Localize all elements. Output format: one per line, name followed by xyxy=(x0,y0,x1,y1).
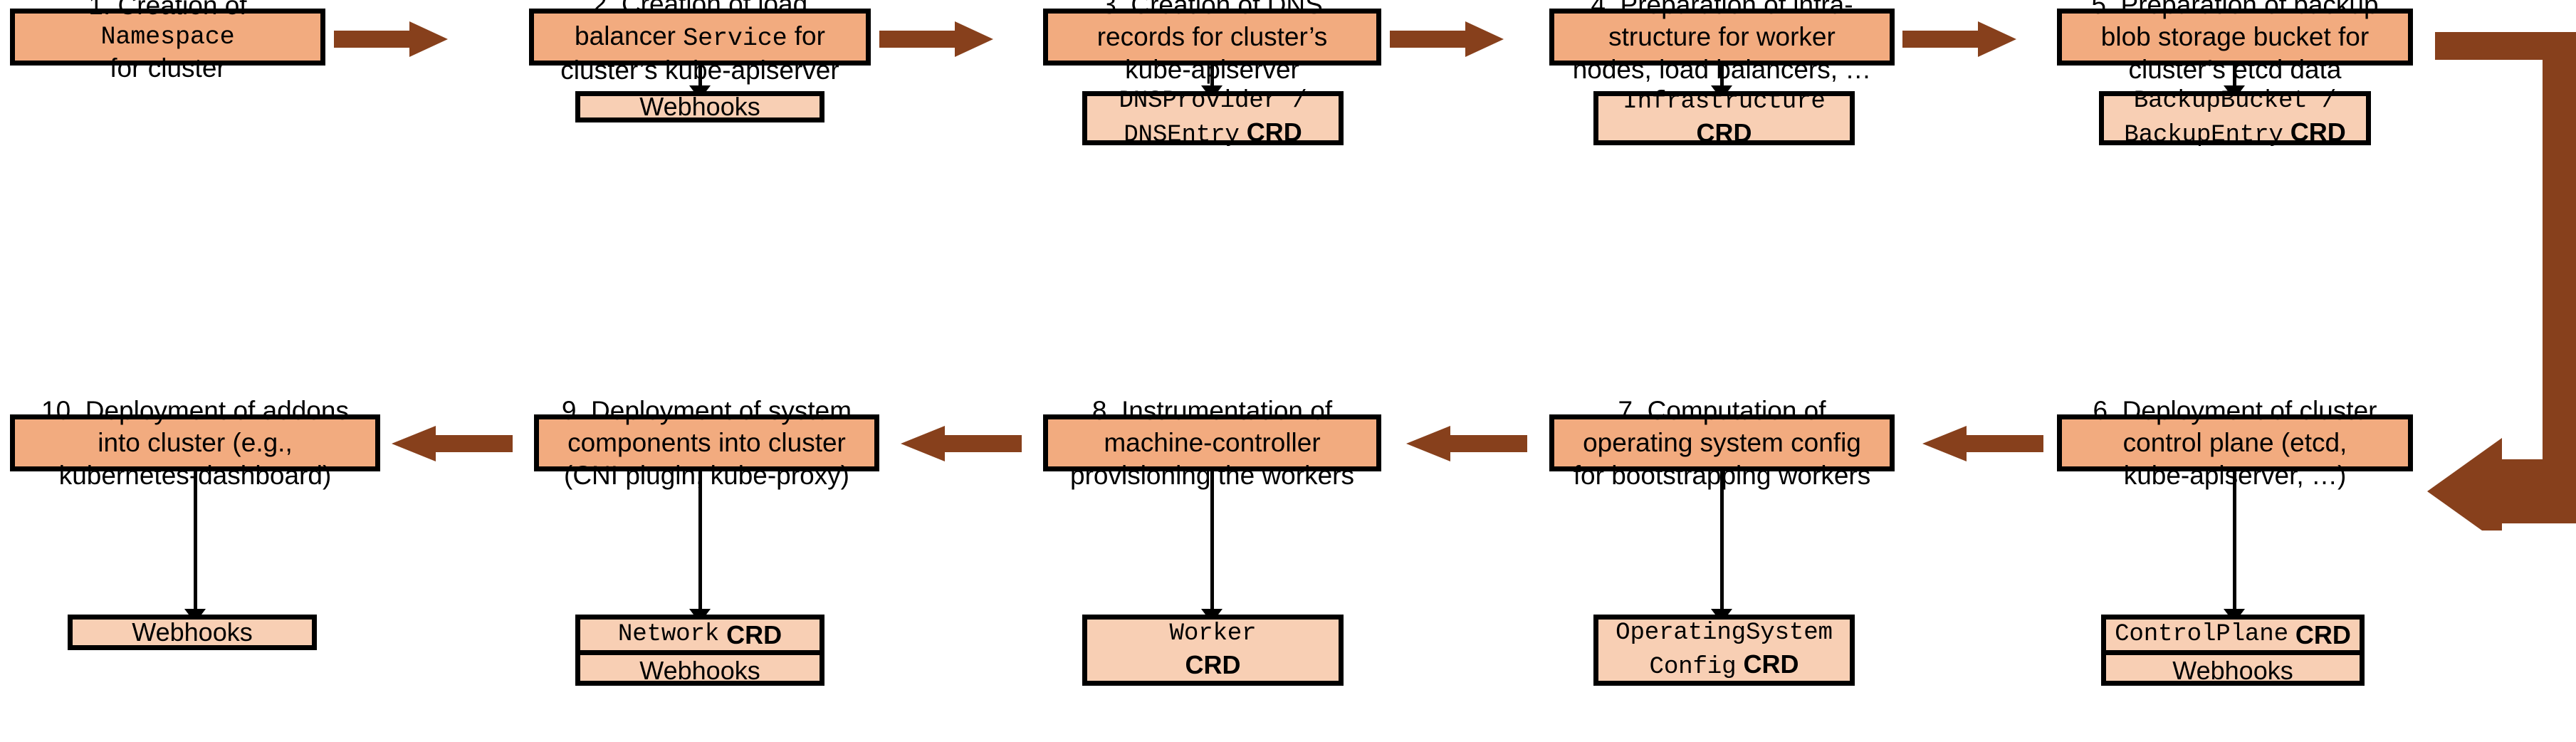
network-crd-name: Network xyxy=(617,621,720,649)
controlplane-stack-box[interactable]: ControlPlane CRD Webhooks xyxy=(2101,615,2365,686)
step-7-line-2: operating system config xyxy=(1583,428,1861,458)
connector-step5-to-backup-crd xyxy=(2233,66,2236,88)
step-8-line-1: 8. Instrumentation of xyxy=(1091,396,1333,426)
dns-crd-name: DNSEntry xyxy=(1124,121,1240,149)
step-7-line-1: 7. Computation of xyxy=(1618,396,1826,426)
arrow-step4-to-step5 xyxy=(1902,21,2016,57)
dns-crd-tag: CRD xyxy=(1246,117,1302,147)
webhooks-box-step10[interactable]: Webhooks xyxy=(68,615,317,650)
controlplane-webhooks-cell[interactable]: Webhooks xyxy=(2106,650,2360,686)
controlplane-webhooks-label: Webhooks xyxy=(2172,656,2293,686)
dns-crd-line-2: DNSEntry CRD xyxy=(1124,117,1302,150)
step-box-2[interactable]: 2. Creation of load balancer Service for… xyxy=(529,0,871,85)
step-5-line-1: 5. Preparation of backup xyxy=(2091,0,2379,20)
webhooks-step2-label: Webhooks xyxy=(639,91,760,121)
step-box-1[interactable]: 1. Creation of Namespace for cluster xyxy=(10,0,325,83)
network-crd-tag: CRD xyxy=(726,620,782,649)
step-8-line-2: machine-controller xyxy=(1104,428,1321,458)
step-5-line-2: blob storage bucket for xyxy=(2100,22,2370,52)
dns-crd-box[interactable]: DNSProvider / DNSEntry CRD xyxy=(1082,88,1344,149)
worker-crd-tag: CRD xyxy=(1185,649,1241,679)
step-2-line-2-post: for xyxy=(787,21,825,51)
backup-crd-tag: CRD xyxy=(2290,117,2346,147)
step-box-7[interactable]: 7. Computation of operating system confi… xyxy=(1549,396,1895,490)
connector-step6-to-controlplane-crd xyxy=(2233,471,2236,614)
step-3-line-1: 3. Creation of DNS xyxy=(1101,0,1323,20)
osc-crd-line-2: Config CRD xyxy=(1650,649,1799,682)
arrow-step1-to-step2 xyxy=(334,21,448,57)
step-box-5[interactable]: 5. Preparation of backup blob storage bu… xyxy=(2057,0,2413,84)
osc-crd-name: Config xyxy=(1649,653,1737,681)
step-2-service-token: Service xyxy=(683,24,787,53)
connector-step10-to-webhooks xyxy=(194,471,197,614)
step-4-line-1: 4. Preparation of infra- xyxy=(1591,0,1853,20)
connector-step2-to-webhooks xyxy=(698,66,702,88)
controlplane-crd-cell[interactable]: ControlPlane CRD xyxy=(2106,620,2360,650)
worker-crd-name: Worker xyxy=(1169,620,1257,648)
osc-crd-box[interactable]: OperatingSystem Config CRD xyxy=(1593,615,1855,686)
dns-crd-line-1: DNSProvider / xyxy=(1119,88,1307,115)
arrow-step3-to-step4 xyxy=(1390,21,1504,57)
step-box-3[interactable]: 3. Creation of DNS records for cluster’s… xyxy=(1043,0,1381,84)
backup-crd-box[interactable]: BackupBucket / BackupEntry CRD xyxy=(2099,88,2371,149)
webhooks-step10-label: Webhooks xyxy=(132,617,253,647)
step-box-10[interactable]: 10. Deployment of addons into cluster (e… xyxy=(10,396,380,490)
step-9-line-1: 9. Deployment of system xyxy=(561,396,852,426)
step-1-line-2: Namespace xyxy=(100,22,235,51)
connector-step7-to-osc-crd xyxy=(1720,471,1724,614)
step-6-line-1: 6. Deployment of cluster xyxy=(2093,396,2377,426)
webhooks-box-step2[interactable]: Webhooks xyxy=(575,91,824,122)
step-box-4[interactable]: 4. Preparation of infra- structure for w… xyxy=(1549,0,1895,84)
arrow-step5-to-step6-wrap xyxy=(2413,25,2576,531)
arrow-step8-to-step9 xyxy=(901,426,1022,461)
step-box-9[interactable]: 9. Deployment of system components into … xyxy=(534,396,879,490)
connector-step9-to-network-crd xyxy=(698,471,702,614)
network-stack-box[interactable]: Network CRD Webhooks xyxy=(575,615,824,686)
arrow-step2-to-step3 xyxy=(879,21,993,57)
arrow-step6-to-step7 xyxy=(1922,426,2043,461)
osc-crd-tag: CRD xyxy=(1743,649,1799,679)
connector-step4-to-infrastructure-crd xyxy=(1720,66,1724,88)
step-6-line-2: control plane (etcd, xyxy=(2122,428,2347,458)
step-9-line-2: components into cluster xyxy=(567,428,846,458)
infrastructure-crd-tag: CRD xyxy=(1696,117,1752,147)
step-2-line-2-pre: balancer xyxy=(575,21,684,51)
step-2-line-1: 2. Creation of load xyxy=(592,0,808,19)
backup-crd-name: BackupEntry xyxy=(2124,121,2283,149)
step-1-line-3: for cluster xyxy=(110,53,226,83)
step-10-line-1: 10. Deployment of addons xyxy=(41,396,349,426)
network-crd-cell[interactable]: Network CRD xyxy=(580,620,820,650)
backup-crd-line-2: BackupEntry CRD xyxy=(2124,117,2346,150)
backup-crd-line-1: BackupBucket / xyxy=(2133,88,2337,115)
arrow-step9-to-step10 xyxy=(392,426,513,461)
arrow-step7-to-step8 xyxy=(1406,426,1527,461)
connector-step3-to-dns-crd xyxy=(1210,66,1214,88)
step-9-line-3: (CNI plugin, kube-proxy) xyxy=(564,460,849,490)
connector-step8-to-worker-crd xyxy=(1210,471,1214,614)
network-webhooks-cell[interactable]: Webhooks xyxy=(580,650,820,686)
osc-crd-line-1: OperatingSystem xyxy=(1616,620,1833,647)
step-1-line-1: 1. Creation of xyxy=(88,0,247,21)
worker-crd-box[interactable]: Worker CRD xyxy=(1082,615,1344,686)
step-box-6[interactable]: 6. Deployment of cluster control plane (… xyxy=(2057,396,2413,490)
infrastructure-crd-name: Infrastructure xyxy=(1623,88,1826,116)
controlplane-crd-tag: CRD xyxy=(2295,620,2351,649)
network-webhooks-label: Webhooks xyxy=(639,656,760,686)
step-box-8[interactable]: 8. Instrumentation of machine-controller… xyxy=(1043,396,1381,490)
controlplane-crd-name: ControlPlane xyxy=(2115,621,2288,649)
step-4-line-2: structure for worker xyxy=(1608,22,1836,52)
step-10-line-2: into cluster (e.g., xyxy=(98,428,293,458)
step-3-line-2: records for cluster’s xyxy=(1096,22,1328,52)
infrastructure-crd-box[interactable]: Infrastructure CRD xyxy=(1593,88,1855,147)
step-2-line-2: balancer Service for xyxy=(575,20,825,54)
